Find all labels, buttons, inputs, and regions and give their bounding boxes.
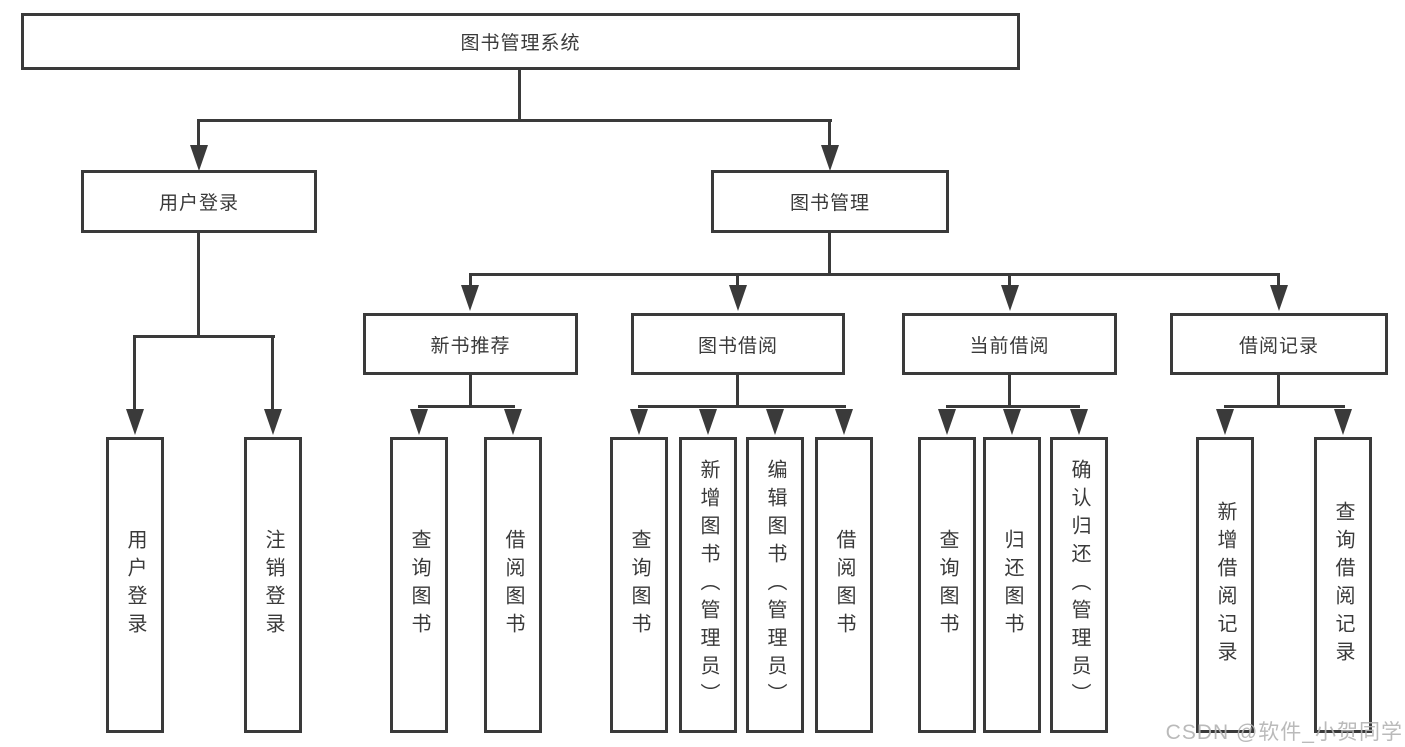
connector-borrow-records-hline bbox=[1224, 405, 1345, 408]
node-current-borrow: 当前借阅 bbox=[902, 313, 1117, 375]
connector-drop-book-management bbox=[828, 119, 831, 147]
watermark-text: CSDN @软件_小贺同学 bbox=[1165, 721, 1403, 744]
node-label: 确认归还（管理员） bbox=[1068, 459, 1090, 711]
node-query-books-current: 查询图书 bbox=[918, 437, 976, 733]
connector-root-stem bbox=[518, 70, 521, 121]
connector-book-borrow-stem bbox=[736, 375, 739, 407]
arrow-down-icon bbox=[729, 285, 747, 311]
node-query-books-borrow: 查询图书 bbox=[610, 437, 668, 733]
node-label: 图书管理 bbox=[789, 193, 870, 214]
node-label: 归还图书 bbox=[1001, 529, 1023, 641]
connector-current-borrow-hline bbox=[946, 405, 1080, 408]
arrow-down-icon bbox=[190, 145, 208, 171]
node-new-book-recommend: 新书推荐 bbox=[363, 313, 578, 375]
arrow-down-icon bbox=[461, 285, 479, 311]
node-label: 图书管理系统 bbox=[460, 33, 581, 54]
node-label: 借阅记录 bbox=[1238, 335, 1319, 357]
arrow-down-icon bbox=[630, 409, 648, 435]
arrow-down-icon bbox=[504, 409, 522, 435]
node-borrow-books: 借阅图书 bbox=[815, 437, 873, 733]
node-label: 新书推荐 bbox=[430, 335, 511, 357]
node-label: 当前借阅 bbox=[969, 335, 1050, 357]
connector-drop-logout-leaf bbox=[271, 335, 274, 411]
connector-drop-borrow-records bbox=[1277, 273, 1280, 287]
connector-user-login-hline bbox=[133, 335, 275, 338]
arrow-down-icon bbox=[1070, 409, 1088, 435]
connector-drop-new-book bbox=[469, 273, 472, 287]
arrow-down-icon bbox=[821, 145, 839, 171]
connector-current-borrow-stem bbox=[1008, 375, 1011, 407]
connector-book-borrow-hline bbox=[638, 405, 846, 408]
connector-new-book-hline bbox=[418, 405, 515, 408]
connector-root-hline bbox=[197, 119, 832, 122]
node-book-borrow: 图书借阅 bbox=[631, 313, 845, 375]
node-book-management: 图书管理 bbox=[711, 170, 949, 233]
node-label: 编辑图书（管理员） bbox=[764, 459, 786, 711]
connector-drop-current-borrow bbox=[1008, 273, 1011, 287]
node-add-borrow-record: 新增借阅记录 bbox=[1196, 437, 1254, 733]
node-query-books-recommend: 查询图书 bbox=[390, 437, 448, 733]
arrow-down-icon bbox=[1001, 285, 1019, 311]
node-label: 查询图书 bbox=[628, 529, 650, 641]
arrow-down-icon bbox=[1003, 409, 1021, 435]
node-edit-books-admin: 编辑图书（管理员） bbox=[746, 437, 804, 733]
arrow-down-icon bbox=[699, 409, 717, 435]
node-label: 图书借阅 bbox=[697, 335, 778, 357]
arrow-down-icon bbox=[1334, 409, 1352, 435]
node-label: 注销登录 bbox=[262, 529, 284, 641]
connector-drop-book-borrow bbox=[736, 273, 739, 287]
node-user-login-action: 用户登录 bbox=[106, 437, 164, 733]
arrow-down-icon bbox=[766, 409, 784, 435]
node-query-borrow-record: 查询借阅记录 bbox=[1314, 437, 1372, 733]
node-label: 用户登录 bbox=[158, 193, 239, 214]
connector-book-management-stem bbox=[828, 233, 831, 275]
arrow-down-icon bbox=[938, 409, 956, 435]
node-return-books: 归还图书 bbox=[983, 437, 1041, 733]
arrow-down-icon bbox=[835, 409, 853, 435]
node-label: 查询图书 bbox=[936, 529, 958, 641]
node-label: 借阅图书 bbox=[833, 529, 855, 641]
connector-drop-user-login bbox=[197, 119, 200, 147]
node-label: 新增图书（管理员） bbox=[697, 459, 719, 711]
node-label: 用户登录 bbox=[124, 529, 146, 641]
arrow-down-icon bbox=[1270, 285, 1288, 311]
node-label: 新增借阅记录 bbox=[1214, 501, 1236, 669]
node-confirm-return-admin: 确认归还（管理员） bbox=[1050, 437, 1108, 733]
node-label: 查询借阅记录 bbox=[1332, 501, 1354, 669]
node-label: 借阅图书 bbox=[502, 529, 524, 641]
connector-user-login-stem bbox=[197, 233, 200, 337]
arrow-down-icon bbox=[410, 409, 428, 435]
node-user-login: 用户登录 bbox=[81, 170, 317, 233]
node-add-books-admin: 新增图书（管理员） bbox=[679, 437, 737, 733]
node-label: 查询图书 bbox=[408, 529, 430, 641]
connector-borrow-records-stem bbox=[1277, 375, 1280, 407]
connector-drop-login-leaf bbox=[133, 335, 136, 411]
node-borrow-records: 借阅记录 bbox=[1170, 313, 1388, 375]
arrow-down-icon bbox=[1216, 409, 1234, 435]
connector-book-management-hline bbox=[469, 273, 1280, 276]
node-logout-action: 注销登录 bbox=[244, 437, 302, 733]
node-borrow-books-recommend: 借阅图书 bbox=[484, 437, 542, 733]
node-library-management-system: 图书管理系统 bbox=[21, 13, 1020, 70]
arrow-down-icon bbox=[264, 409, 282, 435]
connector-new-book-stem bbox=[469, 375, 472, 407]
arrow-down-icon bbox=[126, 409, 144, 435]
